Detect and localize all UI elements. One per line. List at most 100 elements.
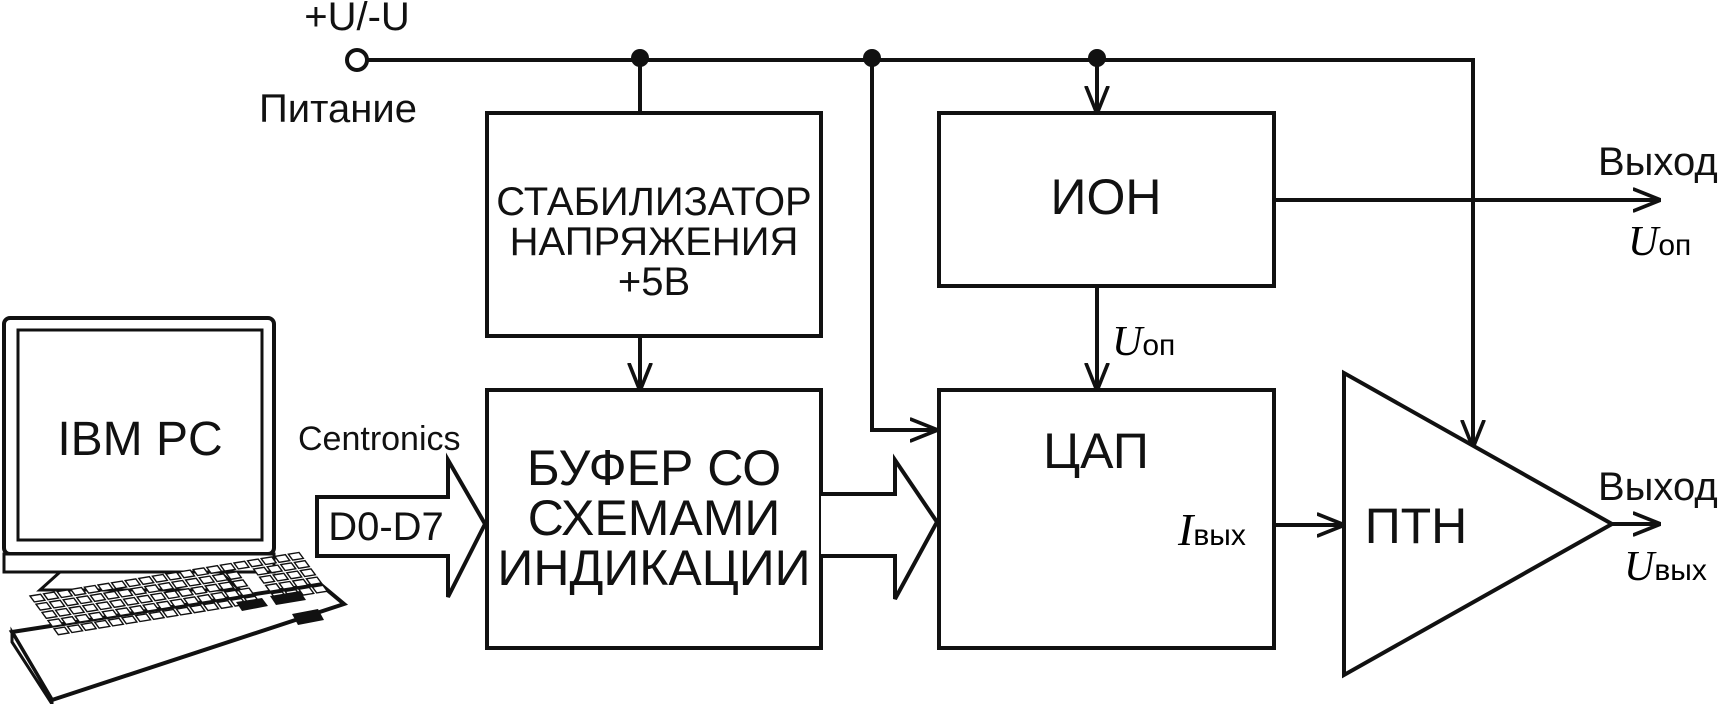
keyboard-key — [102, 590, 121, 600]
ion-block: ИОН — [937, 111, 1276, 288]
keyboard-key — [151, 573, 169, 583]
keyboard-key — [81, 603, 99, 613]
stabilizer-line-1: СТАБИЛИЗАТОР — [496, 180, 812, 224]
ptn-label: ПТН — [1365, 498, 1468, 554]
keyboard-key — [52, 626, 71, 636]
keyboard-key — [232, 560, 251, 570]
keyboard-key — [110, 580, 128, 590]
stabilizer-line-3: +5В — [618, 260, 690, 304]
keyboard-key — [223, 589, 241, 599]
keyboard-key — [48, 599, 66, 609]
keyboard-key — [46, 618, 65, 628]
keyboard-key — [123, 578, 142, 588]
wire-power-dac — [870, 60, 935, 430]
keyboard-key — [205, 564, 223, 575]
keyboard-key — [217, 581, 235, 591]
power-terminal — [345, 48, 369, 72]
keyboard-key — [175, 606, 193, 616]
keyboard-key — [277, 580, 296, 590]
buffer-line-3: ИНДИКАЦИИ — [497, 540, 810, 596]
keyboard-key — [246, 558, 264, 568]
keyboard-key — [258, 574, 276, 584]
keyboard-key — [161, 608, 179, 618]
keyboard-key — [95, 601, 113, 611]
keyboard-key — [128, 604, 146, 615]
buffer-line-2: СХЕМАМИ — [528, 490, 781, 546]
keyboard-key — [191, 567, 210, 577]
dac-block: ЦАП Iвых — [937, 388, 1276, 650]
keyboard-key — [114, 607, 133, 617]
keyboard-key — [259, 556, 278, 566]
power-label: Питание — [259, 87, 417, 131]
keyboard-key — [184, 577, 202, 587]
keyboard-key — [101, 609, 119, 619]
keyboard-key — [265, 564, 284, 574]
keyboard-key — [87, 611, 105, 621]
keyboard-key — [197, 575, 216, 585]
keyboard-key — [188, 604, 207, 614]
keyboard-key — [120, 615, 139, 625]
keyboard-key — [40, 609, 59, 620]
keyboard-key — [42, 591, 60, 601]
buffer-line-1: БУФЕР СО — [527, 440, 781, 496]
keyboard-key — [75, 595, 93, 605]
keyboard-key — [79, 621, 98, 632]
keyboard-key — [305, 576, 323, 586]
keyboard-key — [122, 596, 140, 606]
keyboard-key — [34, 601, 53, 611]
keyboard-key — [215, 599, 234, 610]
keyboard-key — [116, 588, 134, 598]
keyboard-key — [69, 586, 87, 597]
keyboard-key — [147, 610, 166, 621]
keyboard-key — [287, 551, 305, 561]
keyboard-key — [291, 578, 309, 588]
keyboard-key — [182, 596, 201, 606]
bus-arrow-buffer-dac — [821, 453, 940, 600]
keyboard-key — [209, 591, 228, 601]
stabilizer-block: СТАБИЛИЗАТОР НАПРЯЖЕНИЯ +5В — [485, 111, 823, 338]
bus-arrow-d0-d7 — [315, 452, 488, 598]
out-main-title: Выход — [1598, 465, 1718, 509]
keyboard-key — [108, 598, 127, 609]
keyboard-key — [28, 593, 47, 603]
keyboard-key — [135, 594, 154, 604]
keyboard-key — [143, 584, 161, 594]
keyboard-key — [271, 572, 290, 582]
pc-label: IBM PC — [57, 413, 222, 466]
keyboard-key — [73, 613, 92, 623]
keyboard-key — [211, 573, 229, 583]
keyboard-key — [231, 579, 249, 589]
keyboard-key — [89, 592, 107, 603]
keyboard-key — [176, 587, 195, 598]
keyboard-key — [293, 559, 311, 570]
keyboard-key — [149, 592, 167, 602]
uop-mid-label: Uоп — [1112, 319, 1175, 365]
out-main-symbol: Uвых — [1624, 544, 1707, 590]
keyboard-key — [202, 602, 220, 612]
ptn-amplifier: ПТН — [1342, 369, 1617, 679]
computer-illustration: IBM PC — [2, 316, 349, 704]
buffer-block: БУФЕР СО СХЕМАМИ ИНДИКАЦИИ — [485, 388, 823, 650]
wire-power-ptn — [1097, 58, 1473, 445]
out-ref-title: Выход — [1598, 140, 1718, 184]
keyboard-key — [297, 586, 315, 596]
keyboard-key — [219, 562, 237, 572]
keyboard-key — [273, 553, 291, 564]
keyboard-key — [264, 582, 282, 593]
keyboard-key — [137, 575, 155, 586]
keyboard — [8, 551, 349, 704]
keyboard-key — [225, 570, 243, 581]
keyboard-key — [299, 568, 317, 578]
keyboard-key — [93, 619, 111, 629]
keyboard-key — [141, 602, 160, 612]
keyboard-key — [67, 605, 86, 615]
bus-label: D0-D7 — [328, 505, 444, 549]
junction-dot — [631, 49, 649, 67]
stabilizer-line-2: НАПРЯЖЕНИЯ — [510, 220, 799, 264]
ion-label: ИОН — [1051, 169, 1162, 225]
keyboard-key — [237, 587, 255, 597]
keyboard-key — [134, 613, 152, 623]
keyboard-key — [311, 584, 329, 594]
keyboard-key — [55, 589, 74, 599]
